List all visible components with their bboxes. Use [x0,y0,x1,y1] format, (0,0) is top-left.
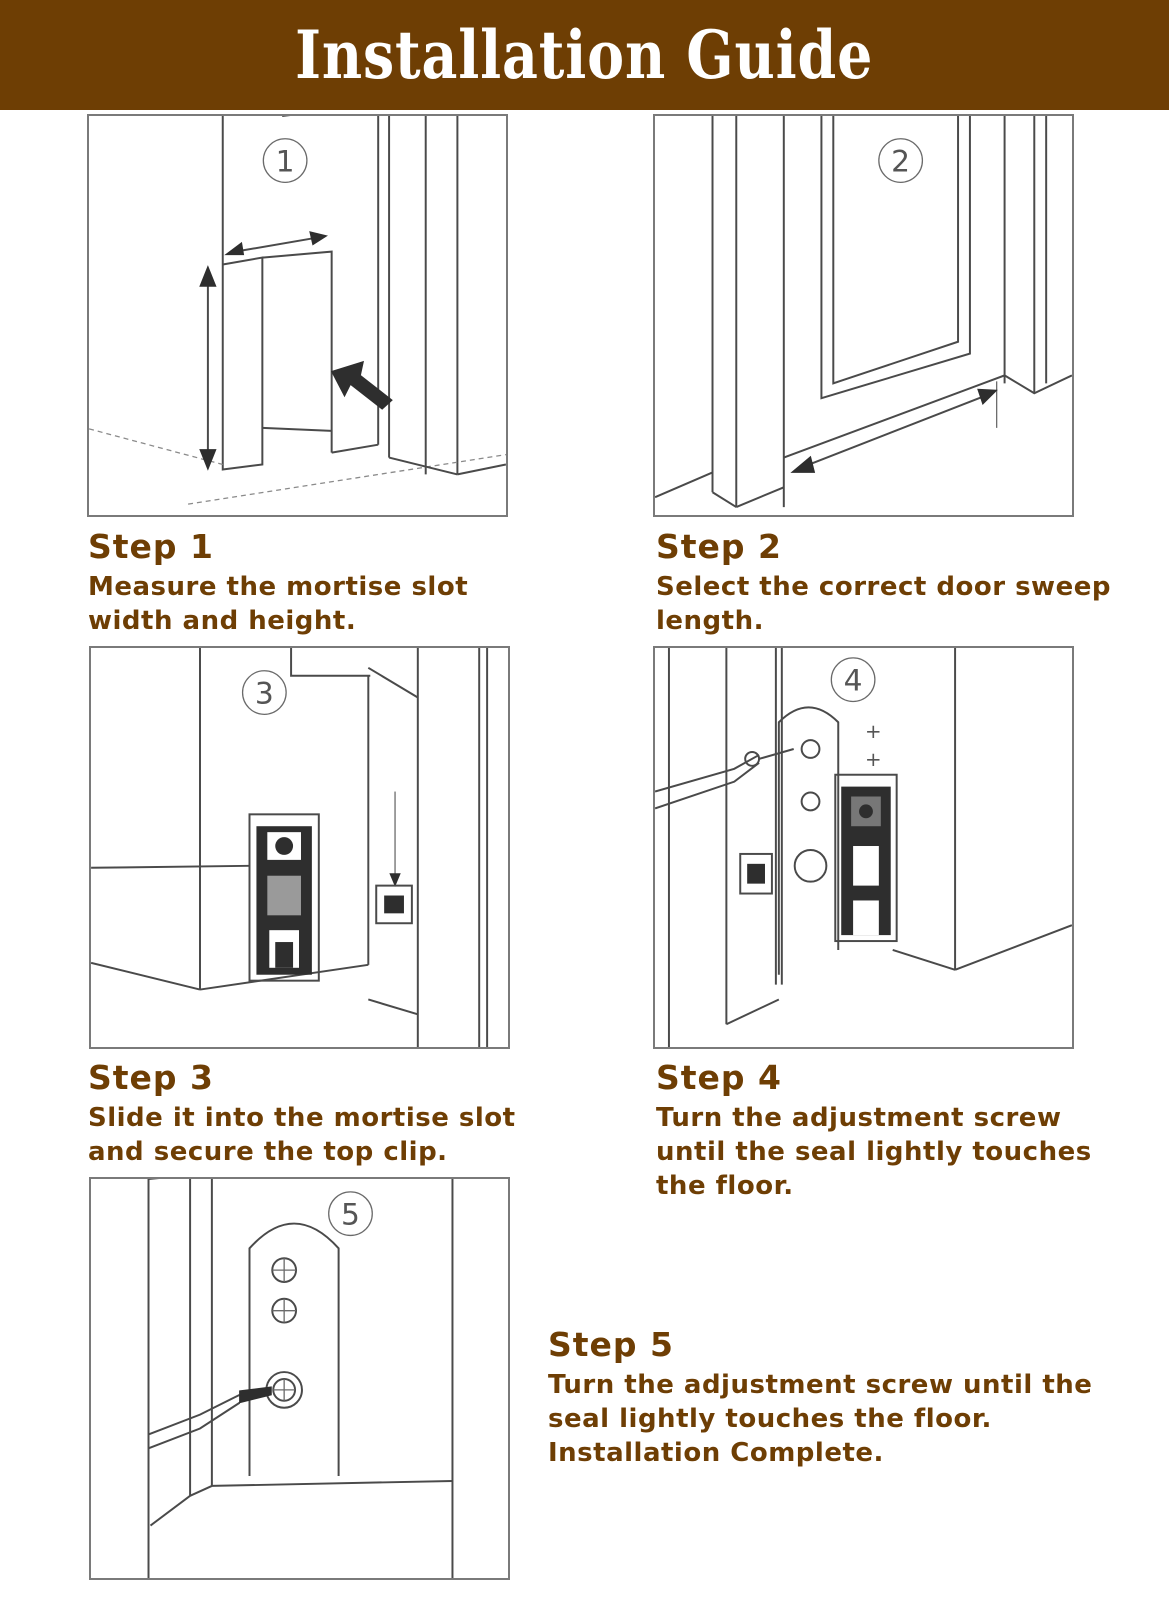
step-4-title: Step 4 [656,1058,782,1097]
step-2-title: Step 2 [656,527,782,566]
step-3-caption: Step 3 Slide it into the mortise slot an… [88,1059,516,1169]
svg-text:4: 4 [844,664,863,699]
step-4-line: Turn the adjustment screw [656,1103,1062,1133]
step-4-line: until the seal lightly touches [656,1137,1092,1167]
step-4-illustration: + + 4 [653,646,1074,1049]
step-2-illustration: 2 [653,114,1074,517]
step-4-line: the floor. [656,1171,794,1201]
step-5-caption: Step 5 Turn the adjustment screw until t… [548,1326,1092,1470]
svg-text:+: + [865,748,882,771]
step-1-caption: Step 1 Measure the mortise slot width an… [88,528,468,638]
step-5-title: Step 5 [548,1325,674,1364]
step-3-line: Slide it into the mortise slot [88,1103,516,1133]
svg-text:1: 1 [276,144,295,179]
svg-text:+: + [865,720,882,743]
step-3-title: Step 3 [88,1058,214,1097]
step-5-line: seal lightly touches the floor. [548,1404,992,1434]
step-5-number-circle [328,1191,373,1237]
step-3-line: and secure the top clip. [88,1137,448,1167]
step-1-illustration: 1 [87,114,508,517]
svg-text:2: 2 [891,144,910,179]
step-1-line: width and height. [88,606,357,636]
svg-text:3: 3 [255,676,274,711]
svg-text:5: 5 [341,1198,360,1233]
step-5-line: Turn the adjustment screw until the [548,1370,1093,1400]
header-banner: Installation Guide [0,0,1169,110]
step-5-illustration: 5 [89,1177,510,1580]
step-1-number-circle [262,138,308,183]
step-2-line: length. [656,606,764,636]
step-5-line: Installation Complete. [548,1438,884,1468]
step-2-caption: Step 2 Select the correct door sweep len… [656,528,1111,638]
step-2-number-circle [878,138,924,183]
step-4-caption: Step 4 Turn the adjustment screw until t… [656,1059,1092,1203]
step-1-title: Step 1 [88,527,214,566]
step-3-number-circle [241,670,287,715]
step-2-line: Select the correct door sweep [656,572,1111,602]
page-title: Installation Guide [295,16,874,94]
step-4-number-circle [830,657,876,703]
step-3-illustration: 3 [89,646,510,1049]
step-1-line: Measure the mortise slot [88,572,469,602]
